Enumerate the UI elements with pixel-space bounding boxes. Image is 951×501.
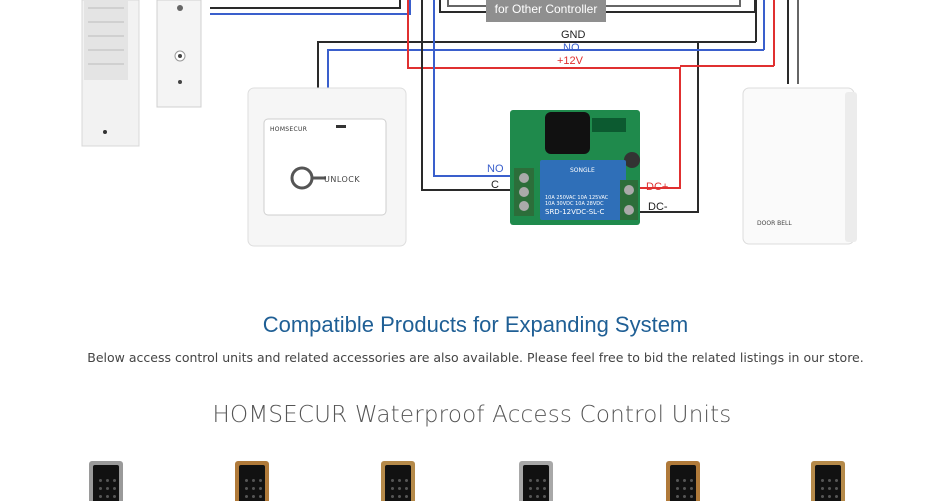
relay-spec-line2: 10A 30VDC 10A 28VDC — [545, 201, 604, 207]
keypad-key-icon — [821, 479, 824, 482]
keypad-key-icon — [835, 487, 838, 490]
keypad-screen — [385, 465, 411, 501]
keypad-key-icon — [676, 479, 679, 482]
keypad-key-icon — [113, 487, 116, 490]
keypad-key-icon — [543, 479, 546, 482]
button-brand-label: HOMSECUR — [270, 126, 308, 133]
keypad-key-icon — [259, 487, 262, 490]
relay-board-icon — [510, 110, 640, 225]
keypad-key-icon — [405, 495, 408, 498]
keypad-key-icon — [398, 487, 401, 490]
keypad-screen — [523, 465, 549, 501]
units-title: HOMSECUR Waterproof Access Control Units — [212, 402, 732, 428]
keypad-screen — [239, 465, 265, 501]
keypad-key-icon — [683, 495, 686, 498]
keypad-key-icon — [106, 487, 109, 490]
keypad-key-icon — [676, 487, 679, 490]
keypad-key-icon — [690, 495, 693, 498]
wiring-diagram: for Other Controller GND NO +12V NO C DC… — [81, 0, 857, 247]
relay-brand-label: SONGLE — [570, 167, 595, 174]
keypad-key-icon — [683, 487, 686, 490]
keypad-key-icon — [405, 487, 408, 490]
wire-label-no-left: NO — [487, 163, 504, 175]
keypad-key-icon — [543, 495, 546, 498]
wiring-diagram-graphic — [81, 0, 857, 247]
keypad-key-icon — [683, 479, 686, 482]
wire-label-dc-plus: DC+ — [646, 181, 669, 193]
keypad-key-icon — [99, 479, 102, 482]
exit-button-panel-icon — [247, 87, 407, 247]
keypad-key-icon — [690, 479, 693, 482]
product-keypad[interactable] — [235, 461, 269, 501]
product-keypad[interactable] — [89, 461, 123, 501]
keypad-key-icon — [543, 487, 546, 490]
doorbell-label: DOOR BELL — [757, 220, 792, 227]
keypad-key-icon — [99, 487, 102, 490]
keypad-key-icon — [690, 487, 693, 490]
keypad-key-icon — [391, 487, 394, 490]
keypad-key-icon — [252, 495, 255, 498]
product-keypad[interactable] — [811, 461, 845, 501]
keypad-key-icon — [821, 487, 824, 490]
keypad-key-icon — [245, 495, 248, 498]
keypad-key-icon — [259, 479, 262, 482]
armature-plate-icon — [156, 0, 202, 108]
keypad-key-icon — [252, 487, 255, 490]
keypad-key-icon — [529, 487, 532, 490]
keypad-key-icon — [821, 495, 824, 498]
button-unlock-label: UNLOCK — [324, 175, 361, 184]
section-subtitle: Below access control units and related a… — [87, 350, 864, 365]
keypad-key-icon — [259, 495, 262, 498]
keypad-key-icon — [398, 495, 401, 498]
keypad-key-icon — [828, 487, 831, 490]
wire-label-no-top: NO — [563, 42, 580, 54]
wire-label-c: C — [491, 179, 499, 191]
keypad-key-icon — [536, 495, 539, 498]
keypad-screen — [93, 465, 119, 501]
keypad-key-icon — [676, 495, 679, 498]
keypad-key-icon — [828, 479, 831, 482]
keypad-key-icon — [398, 479, 401, 482]
keypad-key-icon — [529, 479, 532, 482]
product-keypad[interactable] — [666, 461, 700, 501]
section-title: Compatible Products for Expanding System — [262, 312, 689, 337]
wire-label-12v: +12V — [557, 55, 583, 67]
door-bell-icon — [742, 87, 857, 245]
controller-tag: for Other Controller — [486, 0, 606, 22]
wire-label-gnd: GND — [561, 29, 586, 41]
keypad-key-icon — [113, 479, 116, 482]
keypad-key-icon — [536, 487, 539, 490]
keypad-screen — [670, 465, 696, 501]
relay-spec-line1: 10A 250VAC 10A 125VAC — [545, 195, 609, 201]
keypad-key-icon — [106, 495, 109, 498]
keypad-key-icon — [835, 495, 838, 498]
keypad-key-icon — [529, 495, 532, 498]
keypad-key-icon — [391, 479, 394, 482]
keypad-key-icon — [245, 479, 248, 482]
keypad-key-icon — [106, 479, 109, 482]
keypad-key-icon — [252, 479, 255, 482]
keypad-key-icon — [245, 487, 248, 490]
keypad-key-icon — [113, 495, 116, 498]
magnetic-lock-icon — [81, 0, 140, 147]
relay-model-label: SRD-12VDC-SL-C — [545, 208, 605, 216]
keypad-screen — [815, 465, 841, 501]
keypad-key-icon — [828, 495, 831, 498]
wire-label-dc-minus: DC- — [648, 201, 668, 213]
product-keypad[interactable] — [381, 461, 415, 501]
keypad-key-icon — [391, 495, 394, 498]
keypad-key-icon — [99, 495, 102, 498]
product-keypad[interactable] — [519, 461, 553, 501]
keypad-key-icon — [405, 479, 408, 482]
keypad-key-icon — [536, 479, 539, 482]
keypad-key-icon — [835, 479, 838, 482]
